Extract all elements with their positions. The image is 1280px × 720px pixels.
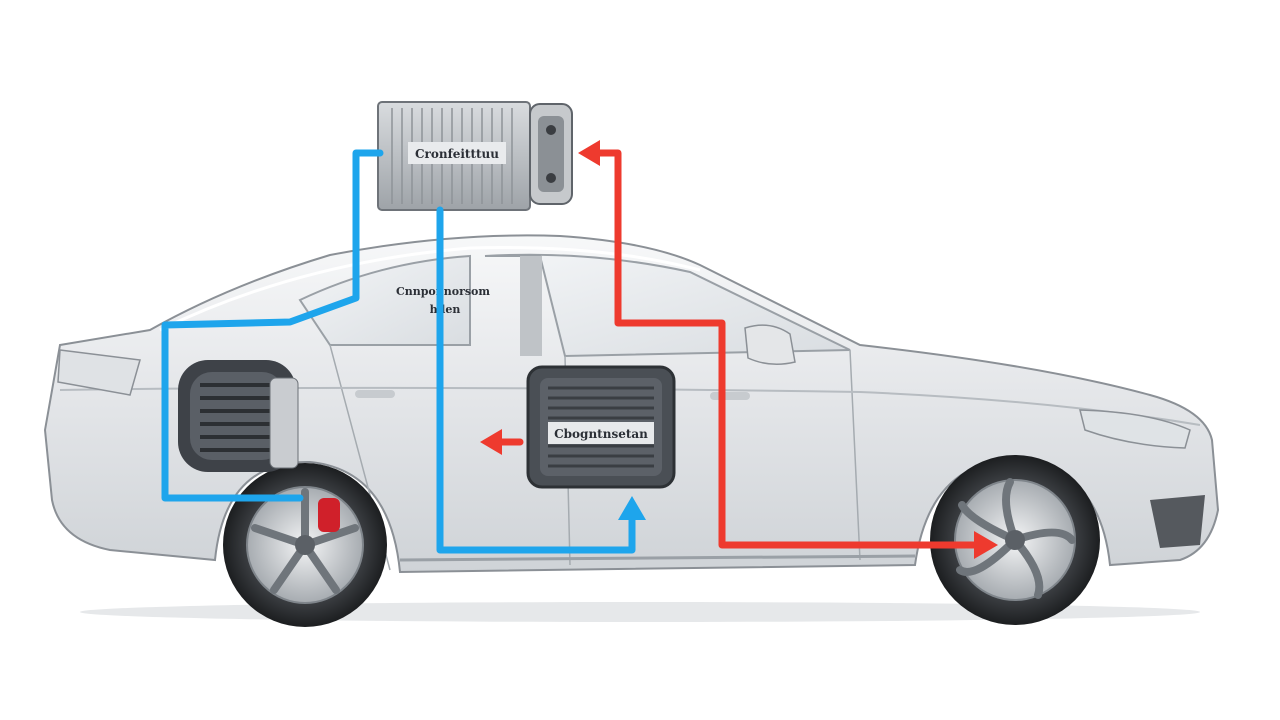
side-mirror <box>744 324 796 365</box>
arrow-left-icon <box>578 140 600 166</box>
headlight <box>1079 409 1191 449</box>
arrow-up-icon <box>618 496 646 520</box>
center-unit: Cbogntnsetan <box>526 365 676 489</box>
rear-wheel <box>223 463 387 627</box>
roof-line <box>159 245 701 332</box>
center-unit-label: Cbogntnsetan <box>554 427 648 441</box>
b-pillar <box>520 256 542 356</box>
front-wheel <box>930 455 1100 625</box>
arrow-right-icon <box>974 531 998 559</box>
brake-caliper <box>318 498 340 532</box>
taillight <box>57 349 141 396</box>
rear-unit <box>178 360 299 472</box>
arrow-left-icon <box>480 429 524 455</box>
rear-window <box>298 254 471 346</box>
ground-shadow <box>80 602 1200 622</box>
sill-line <box>399 554 916 562</box>
door-handle-front <box>710 392 750 400</box>
front-grille <box>1150 495 1205 548</box>
top-unit: Cronfeitttuu <box>377 101 573 211</box>
cold-line <box>161 149 636 554</box>
top-unit-label: Cronfeitttuu <box>415 147 499 161</box>
window-label-line2: hden <box>430 303 461 316</box>
hot-line <box>594 149 982 549</box>
door-handle-rear <box>355 390 395 398</box>
